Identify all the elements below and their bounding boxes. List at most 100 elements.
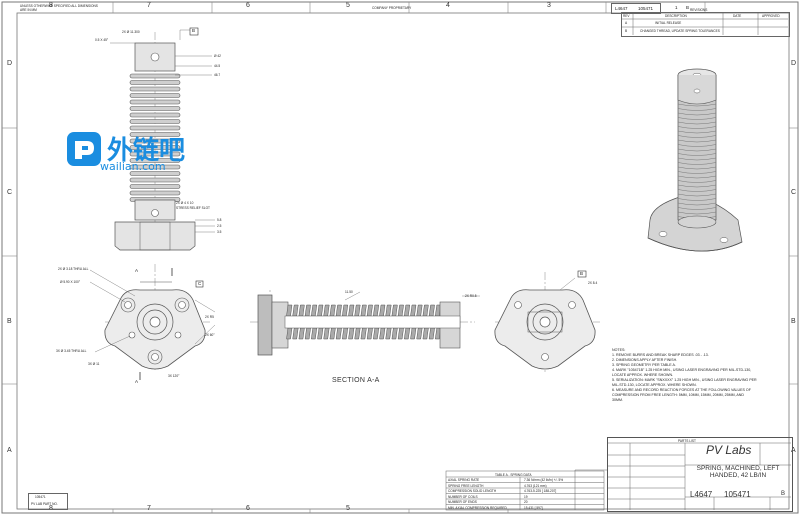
dim-b: 2.5 — [217, 224, 222, 228]
dim-bottom-note-2: STRESS RELIEF SLOT — [176, 206, 211, 210]
spring-coil-section — [391, 327, 398, 340]
dim-left-note-2: Ø 5.90 X 100° — [60, 280, 81, 284]
spring-table-row-value: 4.763 (121 mm) — [524, 483, 547, 488]
spring-coil — [129, 73, 181, 79]
drawing-id-part: 105471 — [638, 6, 654, 11]
note-line: 30MM. — [612, 398, 623, 402]
spring-coil-section — [354, 304, 361, 317]
dim-dia-1: Ø 42 — [214, 54, 221, 58]
watermark-text: 外链吧 — [107, 136, 186, 166]
spring-coil-section — [416, 304, 423, 317]
spring-coil — [677, 184, 717, 188]
dim-r: 2X R5 — [205, 315, 214, 319]
dim-left-note-3: 3X Ø 3.45 THRU ALL — [56, 349, 87, 353]
zone-row-b: B — [7, 318, 12, 325]
note-line: 5. SERIALIZATION: MARK "SNXXXX" 1.25 HIG… — [612, 378, 757, 382]
spring-coil-section — [373, 327, 380, 340]
revision-table — [621, 12, 790, 37]
zone-row-a-right: A — [791, 447, 796, 454]
spring-coil — [129, 132, 181, 137]
spring-coil — [129, 86, 181, 92]
spring-coil — [129, 164, 181, 170]
spring-coil — [677, 130, 717, 134]
company-name: PV Labs — [706, 443, 752, 457]
view-label-a-bottom: A — [135, 379, 139, 384]
view-label-c-box: C — [198, 281, 202, 286]
dim-top-chamfer: 0.5 X 45° — [95, 38, 109, 42]
spring-table-row-label: COMPRESSION SOLID LENGTH — [448, 489, 497, 493]
watermark-subtext: wailian.com — [100, 160, 166, 173]
spring-table-row-label: NUMBER OF ENDS — [448, 500, 477, 504]
dim-dia-4: 46.7 — [214, 73, 221, 77]
spring-coil — [677, 171, 717, 174]
view-label-a-top: A — [135, 268, 139, 273]
spring-coil — [677, 198, 717, 201]
spring-coil-section — [373, 304, 380, 317]
zone-col-4: 4 — [446, 2, 450, 9]
dim-left-note-4: 3X Ø 11 — [88, 362, 100, 366]
spring-coil — [677, 121, 717, 125]
spring-coil — [129, 138, 181, 144]
spring-coil-section — [348, 304, 355, 317]
spring-coil-section — [298, 304, 305, 317]
section-a-a-label: SECTION A-A — [332, 377, 380, 384]
spring-coil-section — [292, 304, 299, 317]
note-line: 6. MEASURE AND RECORD REACTION FORCES AT… — [612, 388, 751, 392]
note-line: 1. REMOVE BURRS AND BREAK SHARP EDGES .0… — [612, 353, 709, 357]
rev-header-desc: DESCRIPTION — [665, 14, 687, 18]
spring-coil-section — [304, 327, 311, 340]
dim-dia-2: 44.5 — [214, 64, 221, 68]
rev-header-approved: APPROVED — [762, 14, 780, 18]
dim-section-2: 2X R0.5 — [465, 294, 477, 298]
spring-coil — [129, 151, 181, 157]
spring-coil-section — [428, 304, 435, 317]
spring-coil-section — [335, 304, 342, 317]
spring-coil — [677, 112, 717, 116]
spring-coil — [129, 93, 181, 98]
spring-coil-section — [422, 304, 429, 317]
flange-bottom-view — [494, 270, 600, 372]
rev-row-a-desc: INITIAL RELEASE — [655, 21, 682, 25]
spring-coil — [677, 148, 717, 152]
spring-coil — [129, 99, 181, 105]
drawing-number: L4647 — [690, 490, 713, 499]
spring-coil-section — [323, 304, 330, 317]
spring-coil-section — [397, 327, 404, 340]
inner-border — [16, 12, 790, 510]
spring-coil — [677, 202, 717, 206]
spring-coil-section — [348, 327, 355, 340]
spring-coil-section — [379, 304, 386, 317]
spring-coil-section — [366, 304, 373, 317]
zone-col-5-bottom: 5 — [346, 505, 350, 512]
spring-coil — [677, 162, 717, 165]
zone-col-8-bottom: 8 — [49, 505, 53, 512]
zone-col-5: 5 — [346, 2, 350, 9]
dim-angle: 2X 60° — [205, 333, 215, 337]
spring-coil-section — [298, 327, 305, 340]
corner-part-label: PV LAB PART NO. — [31, 502, 58, 506]
spring-table-row-label: NUMBER OF COILS — [448, 494, 478, 499]
spring-coil-section — [428, 327, 435, 340]
spring-coil — [677, 108, 717, 111]
spring-coil — [677, 153, 717, 156]
dim-left-note-1: 2X Ø 3.18 THRU ALL — [58, 267, 89, 271]
spring-coil — [677, 211, 717, 215]
revision-letter: B — [781, 491, 786, 497]
spring-coil-section — [292, 327, 299, 340]
spring-coil-section — [360, 304, 367, 317]
zone-row-d: D — [7, 60, 13, 67]
spring-coil — [129, 125, 181, 131]
spring-table-row-value: 19 — [524, 494, 528, 499]
spring-coil — [677, 135, 717, 138]
rev-row-a-rev: A — [625, 21, 628, 25]
spring-isometric-view — [647, 68, 743, 252]
spring-coil — [129, 80, 181, 85]
note-line: 4. MARK "105471B" 1.25 HIGH MIN., USING … — [612, 368, 752, 372]
spring-coil-section — [335, 327, 342, 340]
spring-coil-section — [360, 327, 367, 340]
rev-header-date: DATE — [733, 14, 742, 18]
spring-coil-section — [311, 304, 318, 317]
spring-coil-section — [329, 327, 336, 340]
spring-coil — [129, 171, 181, 176]
